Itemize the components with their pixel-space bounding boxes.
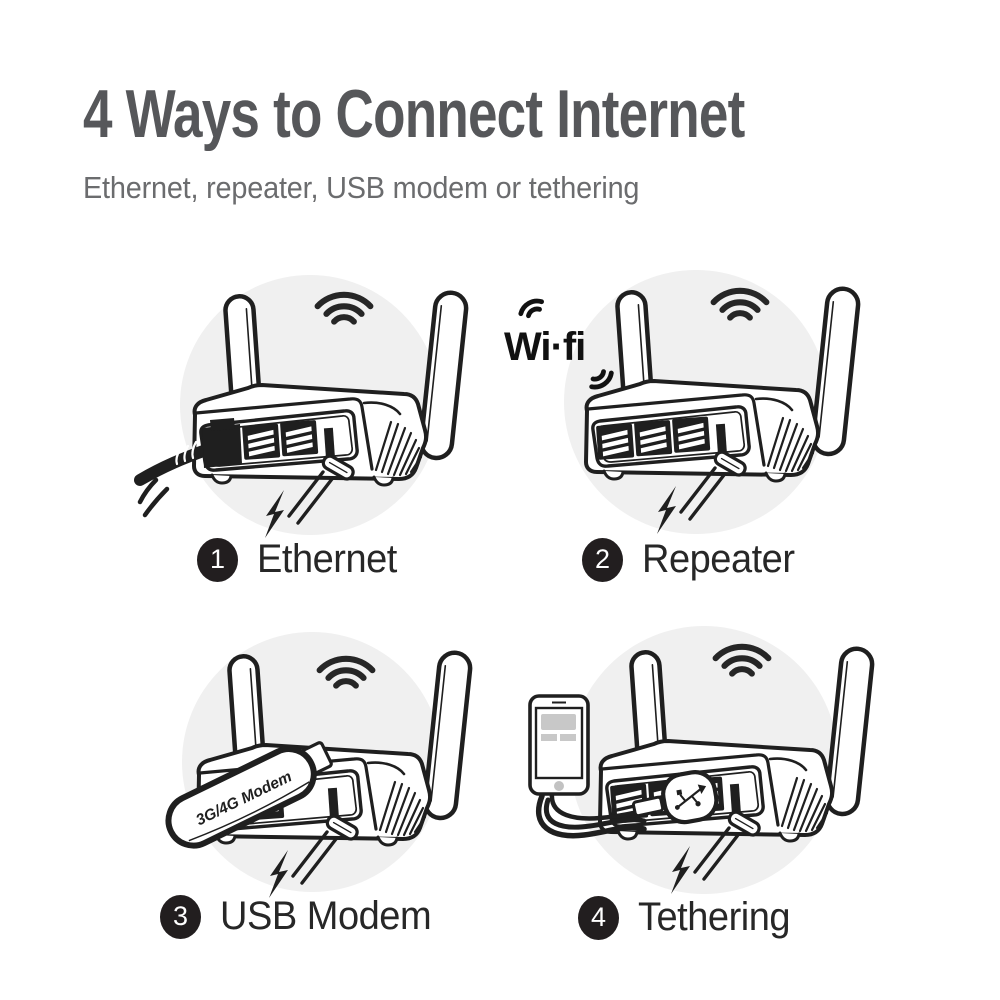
wifi-logo-text: Wi·fi bbox=[504, 325, 585, 369]
usb-trident-icon bbox=[674, 784, 707, 810]
usb-adapter bbox=[661, 770, 719, 825]
step-badge: 4 bbox=[578, 895, 619, 940]
step-number: 2 bbox=[594, 544, 611, 574]
header: 4 Ways to Connect Internet Ethernet, rep… bbox=[83, 80, 931, 206]
illustration-usb-modem: 3G/4G Modem bbox=[165, 632, 480, 906]
caption-repeater: 2 Repeater bbox=[582, 537, 803, 582]
illustration-ethernet bbox=[134, 275, 480, 550]
step-number: 1 bbox=[209, 544, 226, 574]
step-label: Ethernet bbox=[257, 537, 397, 581]
step-label: USB Modem bbox=[220, 894, 432, 938]
caption-tethering: 4 Tethering bbox=[578, 895, 798, 940]
step-badge: 2 bbox=[582, 537, 623, 582]
page-title: 4 Ways to Connect Internet bbox=[83, 76, 745, 152]
step-label: Repeater bbox=[642, 537, 795, 581]
step-number: 4 bbox=[590, 902, 607, 932]
caption-ethernet: 1 Ethernet bbox=[197, 537, 404, 582]
wifi-logo-upper-arcs bbox=[518, 297, 544, 318]
step-badge: 3 bbox=[160, 894, 201, 939]
step-label: Tethering bbox=[638, 895, 791, 939]
wifi-brand-logo: Wi·fi bbox=[504, 297, 614, 391]
illustration-repeater: Wi·fi bbox=[504, 270, 870, 550]
smartphone bbox=[528, 694, 590, 796]
ethernet-cable bbox=[134, 418, 242, 518]
step-badge: 1 bbox=[197, 537, 238, 582]
step-number: 3 bbox=[172, 901, 189, 931]
illustration-tethering bbox=[528, 626, 884, 906]
page-subtitle: Ethernet, repeater, USB modem or tetheri… bbox=[83, 170, 640, 205]
caption-usb-modem: 3 USB Modem bbox=[160, 894, 442, 939]
usb-plug bbox=[631, 795, 665, 818]
